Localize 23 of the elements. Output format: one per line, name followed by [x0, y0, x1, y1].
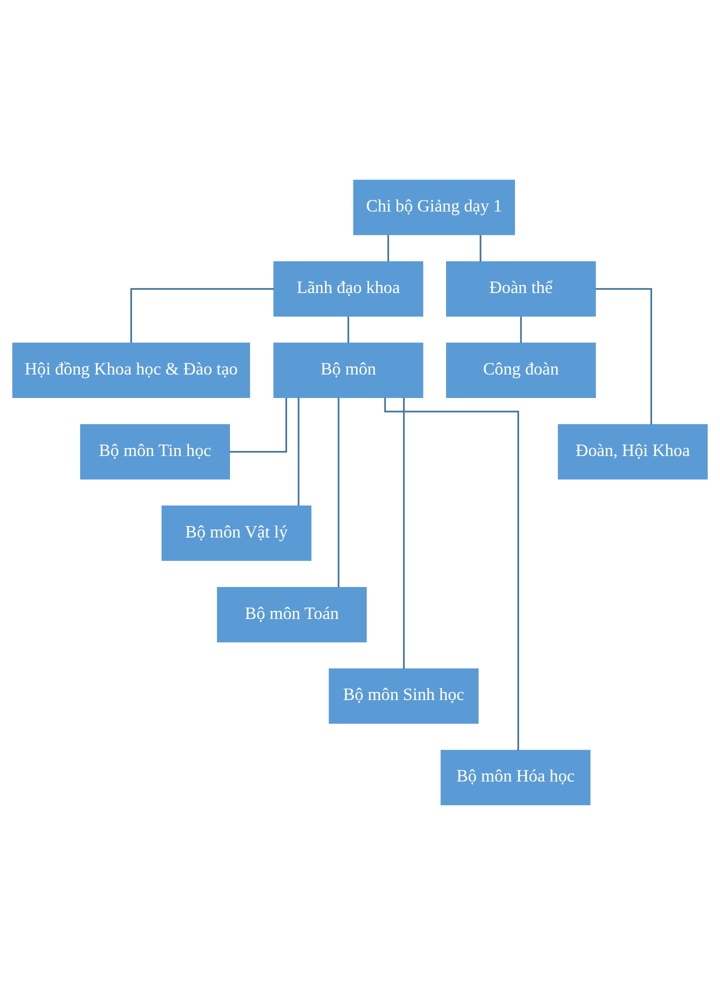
connector	[298, 398, 300, 506]
connector	[130, 288, 274, 343]
node-box: Đoàn thể	[446, 261, 596, 317]
node-box: Bộ môn Sinh học	[328, 668, 479, 724]
connector	[403, 398, 405, 669]
node-box: Bộ môn Toán	[216, 586, 367, 642]
node-box: Lãnh đạo khoa	[273, 261, 424, 317]
node-box: Đoàn, Hội Khoa	[558, 424, 708, 480]
connector	[348, 316, 350, 344]
connector	[229, 398, 288, 453]
connector	[596, 288, 652, 425]
node-box: Chi bộ Giảng dạy 1	[353, 180, 515, 236]
node-box: Bộ môn Tin học	[80, 424, 230, 480]
connector	[480, 235, 482, 262]
node-box: Bộ môn Hóa học	[440, 750, 590, 806]
connector	[384, 398, 520, 750]
connector	[387, 235, 390, 262]
node-box: Công đoàn	[446, 342, 596, 398]
node-box: Hội đồng Khoa học & Đào tạo	[12, 342, 250, 398]
node-box: Bộ môn Vật lý	[162, 506, 312, 561]
connector	[520, 316, 522, 344]
connector	[338, 398, 340, 588]
node-box: Bộ môn	[273, 342, 424, 398]
